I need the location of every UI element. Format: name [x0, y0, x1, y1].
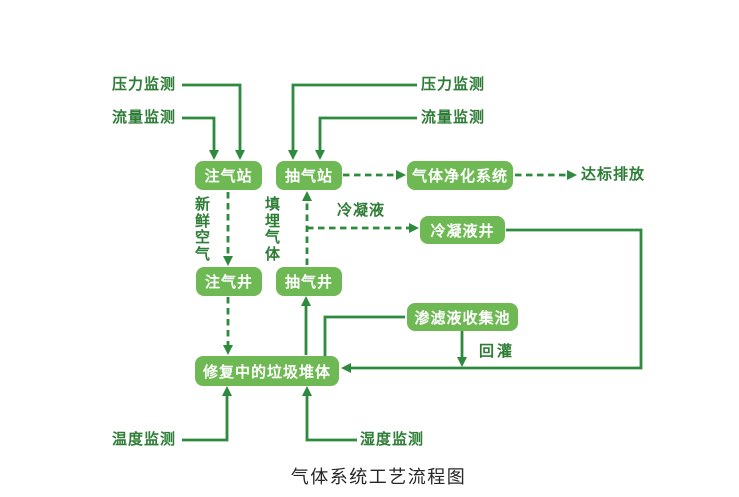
- pressure-monitoring-left-label: 压力监测: [112, 76, 177, 93]
- connector-pressure-right-to-extraction-station: [288, 83, 417, 160]
- connector-condensate-well-to-waste-pile: [341, 228, 643, 373]
- flow-monitoring-left-label: 流量监测: [112, 109, 177, 126]
- extraction-station-node: 抽气站: [276, 161, 342, 190]
- reinjection-label: 回灌: [479, 343, 516, 360]
- extraction-well-node: 抽气井: [276, 267, 342, 296]
- condensate-label: 冷凝液: [337, 202, 386, 219]
- injection-station-node: 注气站: [195, 161, 262, 190]
- landfill-gas-label: 填埋气体: [264, 196, 280, 263]
- flow-monitoring-right-label: 流量监测: [421, 109, 486, 126]
- diagram-title: 气体系统工艺流程图: [290, 467, 467, 487]
- connector-temperature-to-waste-pile: [182, 386, 232, 442]
- purification-system-node: 气体净化系统: [407, 161, 513, 190]
- fresh-air-label: 新鲜空气: [194, 196, 210, 263]
- waste-pile-node: 修复中的垃圾堆体: [195, 356, 339, 386]
- pressure-monitoring-right-label: 压力监测: [421, 76, 486, 93]
- connector-flow-left-to-injection-station: [182, 116, 219, 160]
- connector-humidity-to-waste-pile: [302, 386, 357, 442]
- injection-well-node: 注气井: [196, 267, 262, 296]
- leachate-pool-node: 渗滤液收集池: [407, 303, 518, 331]
- connector-flow-right-to-extraction-station: [315, 116, 417, 160]
- temperature-monitoring-label: 温度监测: [112, 431, 177, 448]
- connector-pressure-left-to-injection-station: [182, 83, 245, 160]
- connector-waste-pile-to-leachate-pool: [323, 315, 405, 356]
- humidity-monitoring-label: 湿度监测: [360, 431, 425, 448]
- discharge-label: 达标排放: [581, 166, 646, 183]
- condensate-well-node: 冷凝液井: [420, 216, 505, 244]
